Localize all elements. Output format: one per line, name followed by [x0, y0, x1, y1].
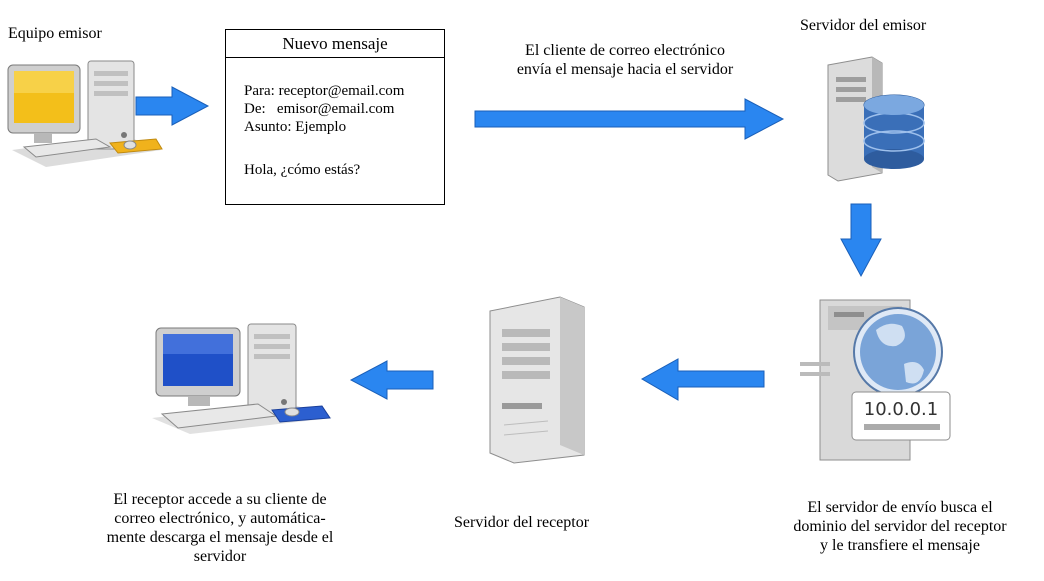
arrow-dns-to-receiver-server [640, 358, 765, 401]
send-server-line-2: dominio del servidor del receptor [793, 518, 1007, 535]
message-body: Hola, ¿cómo estás? [244, 162, 361, 178]
sender-pc-label: Equipo emisor [8, 25, 102, 42]
new-message-box: Nuevo mensaje Para: receptor@email.com D… [225, 29, 445, 205]
dns-ip-label: 10.0.0.1 [864, 399, 938, 420]
receiver-line-4: servidor [193, 548, 247, 565]
message-subject: Asunto: Ejemplo [244, 119, 347, 135]
arrow-server-to-receiver-pc [349, 360, 434, 400]
sender-computer-icon [7, 60, 163, 167]
send-server-line-1: El servidor de envío busca el [807, 499, 993, 516]
client-sends-line-1: El cliente de correo electrónico [525, 42, 725, 59]
receiver-server-icon [489, 296, 585, 464]
receiver-server-label: Servidor del receptor [454, 514, 590, 531]
receiver-caption: El receptor accede a su cliente de corre… [70, 490, 370, 566]
message-to: Para: receptor@email.com [244, 83, 405, 99]
arrow-pc-to-message [135, 86, 210, 126]
client-sends-caption: El cliente de correo electrónico envía e… [480, 41, 770, 79]
receiver-line-1: El receptor accede a su cliente de [113, 491, 327, 508]
arrow-down-to-dns [840, 203, 882, 278]
arrow-client-to-server [474, 98, 785, 140]
send-server-line-3: y le transfiere el mensaje [820, 537, 980, 554]
send-server-caption: El servidor de envío busca el dominio de… [755, 498, 1044, 555]
message-title: Nuevo mensaje [226, 33, 444, 58]
receiver-computer-icon [152, 323, 332, 434]
receiver-line-2: correo electrónico, y automática- [114, 510, 326, 527]
sender-server-label: Servidor del emisor [800, 17, 927, 34]
dns-server-icon: 10.0.0.1 [800, 299, 951, 461]
sender-server-database-icon [827, 56, 925, 182]
receiver-line-3: mente descarga el mensaje desde el [106, 529, 334, 546]
message-from: De: emisor@email.com [244, 101, 395, 117]
client-sends-line-2: envía el mensaje hacia el servidor [516, 61, 734, 78]
